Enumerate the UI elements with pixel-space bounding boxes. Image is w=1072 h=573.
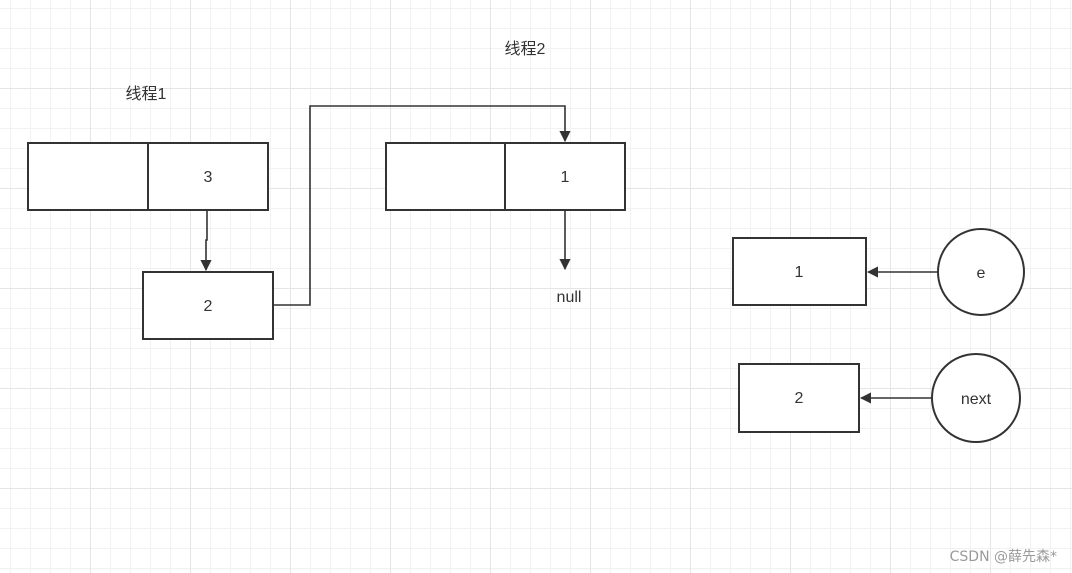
thread2-label: 线程2 [505,40,546,58]
e-target-node [732,237,867,306]
thread2-empty-cell [385,142,507,211]
thread1-label: 线程1 [126,85,167,103]
thread1-node-value: 3 [204,169,213,186]
arrow-3-to-2 [200,210,212,272]
thread1-node-cell [147,142,269,211]
e-label: e [977,265,986,282]
watermark-text: CSDN @薛先森* [950,549,1057,565]
next-label: next [961,391,992,408]
null-label: null [557,289,582,306]
thread1-next-value: 2 [204,298,213,315]
e-target-value: 1 [795,264,804,281]
thread1-next-box [142,271,274,340]
thread1-next-node: 2 [142,271,274,340]
thread1-table-row: 3 [27,142,269,211]
thread2-node-value: 1 [561,169,570,186]
arrow-2-to-1 [273,105,571,306]
next-target-node [738,363,860,433]
e-pointer-group: 1 e [732,228,1025,316]
thread1-empty-cell [27,142,149,211]
next-target-value: 2 [795,390,804,407]
next-pointer-group: 2 next [738,353,1021,443]
thread2-table-row: 1 [385,142,626,211]
